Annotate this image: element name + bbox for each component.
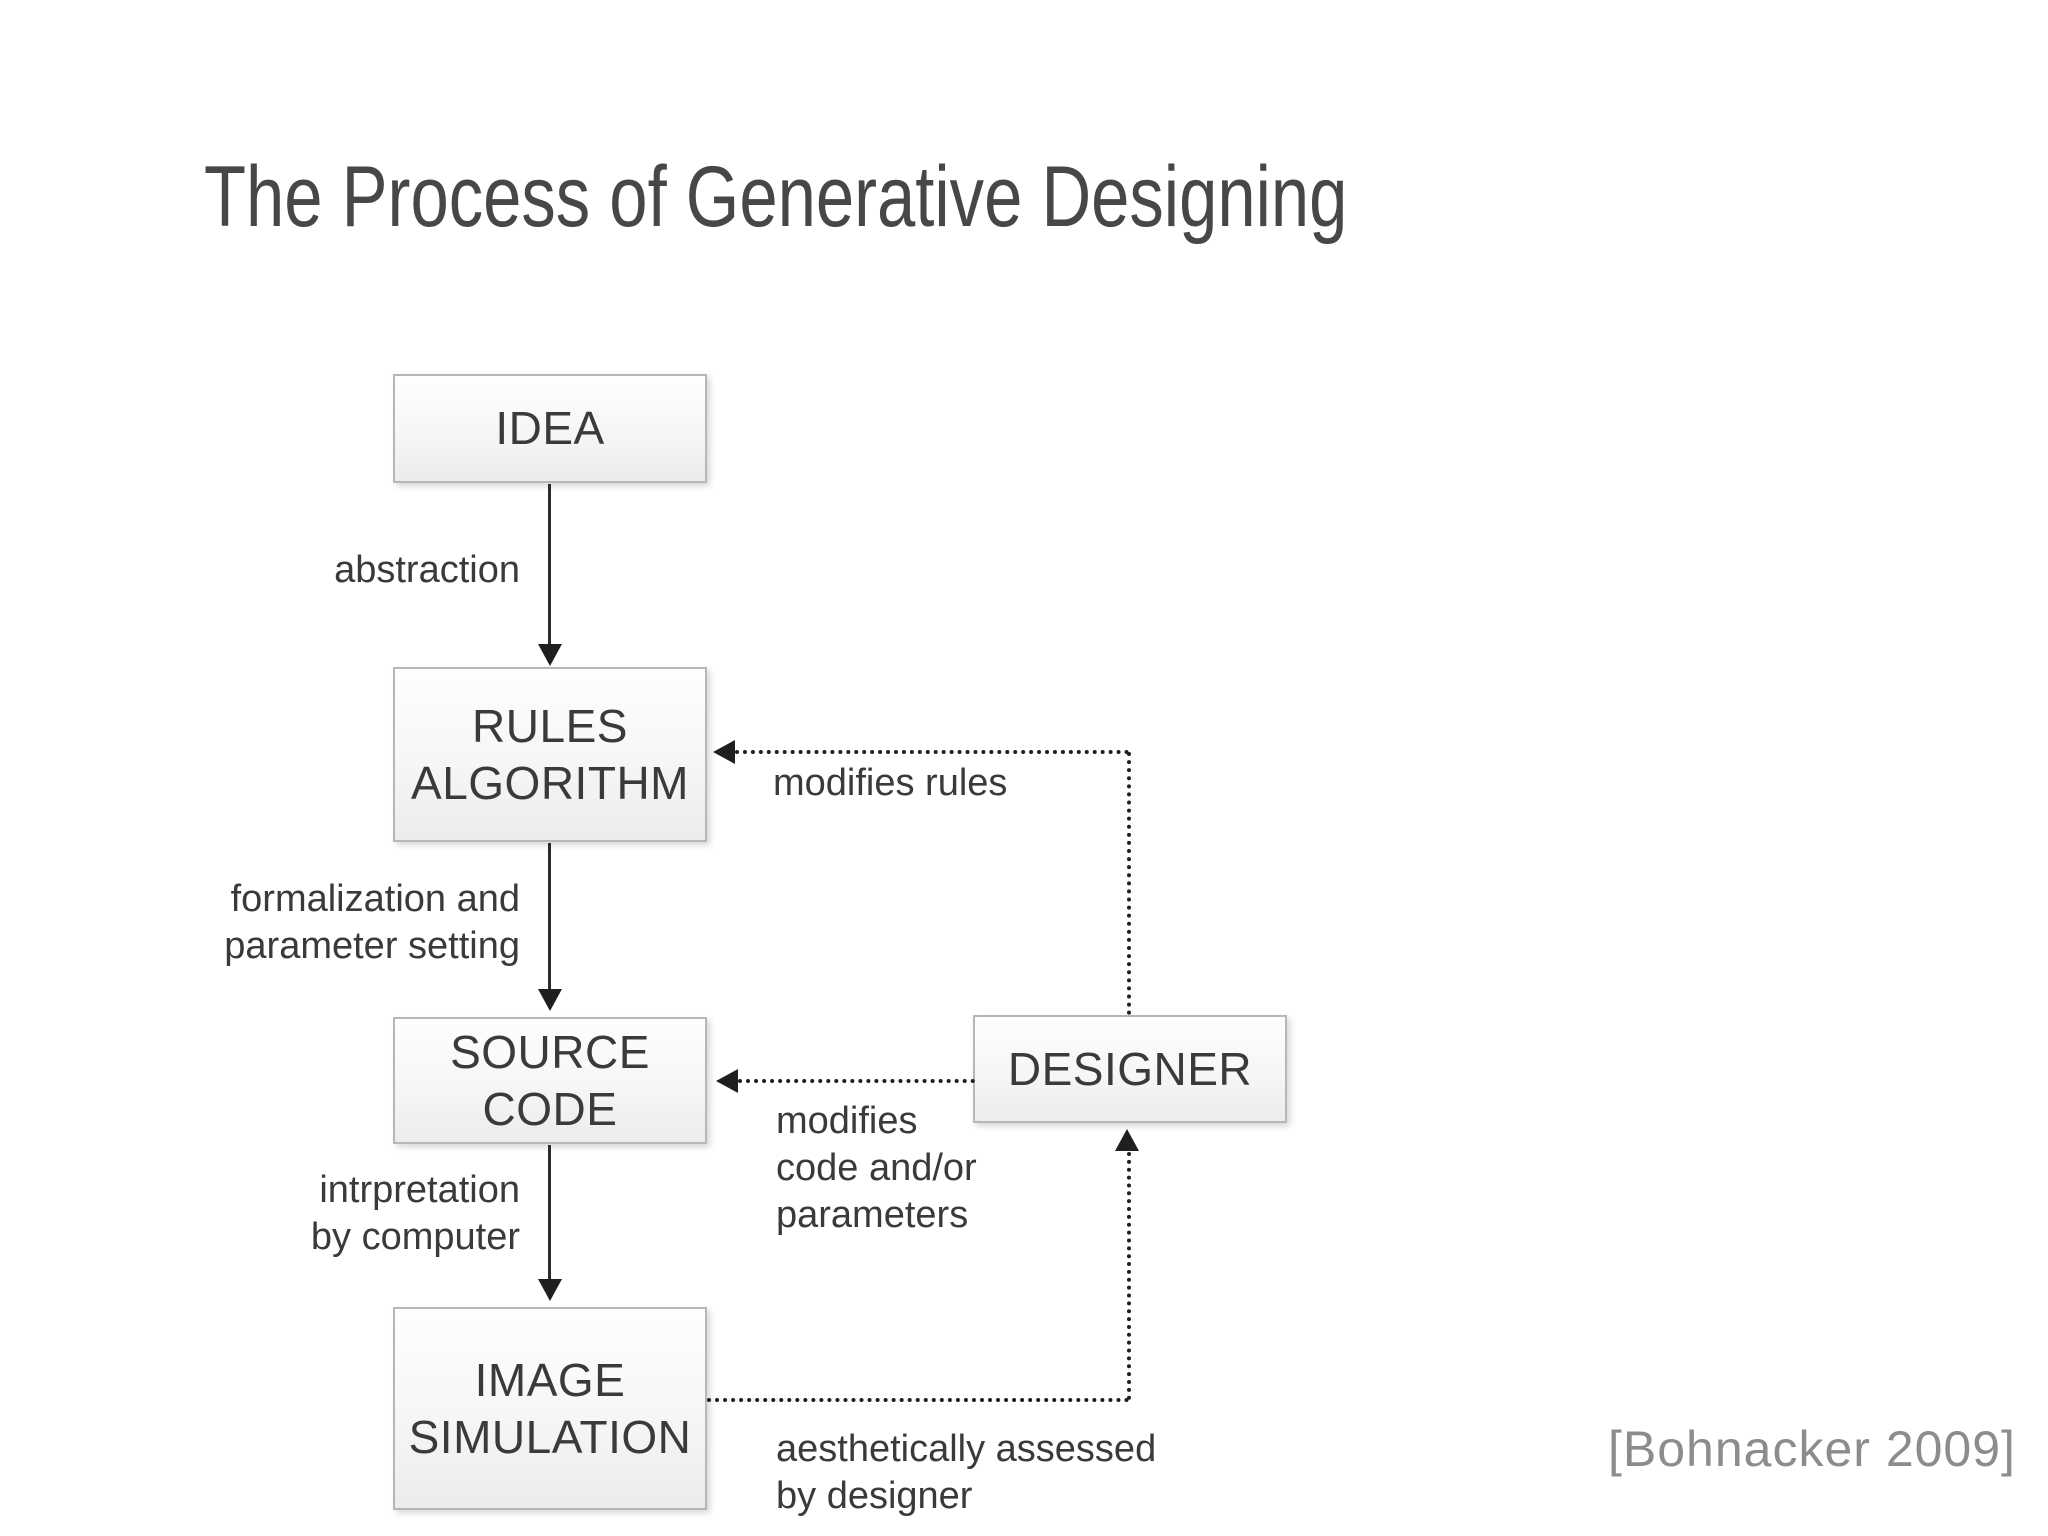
edge-label-aesthetically-assessed: aesthetically assessed by designer xyxy=(776,1428,1157,1517)
node-idea: IDEA xyxy=(393,374,707,483)
feedback-line-assessed-h xyxy=(707,1398,1129,1402)
feedback-line-modifies-rules-v xyxy=(1127,752,1131,1015)
arrowhead-left-icon xyxy=(716,1069,738,1093)
edge-label-abstraction: abstraction xyxy=(334,549,520,591)
edge-label-formalization: formalization and parameter setting xyxy=(224,878,520,967)
node-image-simulation: IMAGE SIMULATION xyxy=(393,1307,707,1510)
arrowhead-down-icon xyxy=(538,1279,562,1301)
edge-label-modifies-rules: modifies rules xyxy=(773,762,1008,804)
flow-line-idea-rules xyxy=(548,484,551,644)
feedback-line-assessed-v xyxy=(1127,1152,1131,1400)
edge-label-interpretation: intrpretation by computer xyxy=(310,1169,520,1258)
arrowhead-up-icon xyxy=(1115,1129,1139,1151)
node-designer: DESIGNER xyxy=(973,1015,1287,1123)
arrowhead-down-icon xyxy=(538,989,562,1011)
flow-line-rules-source xyxy=(548,843,551,989)
node-source-code: SOURCE CODE xyxy=(393,1017,707,1144)
feedback-line-modifies-code-h xyxy=(738,1079,975,1083)
citation-text: [Bohnacker 2009] xyxy=(1608,1421,2016,1477)
slide-title: The Process of Generative Designing xyxy=(204,149,1348,245)
arrowhead-left-icon xyxy=(713,740,735,764)
feedback-line-modifies-rules-h xyxy=(735,750,1129,754)
flow-line-source-image xyxy=(548,1145,551,1279)
node-rules-algorithm: RULES ALGORITHM xyxy=(393,667,707,842)
edge-label-modifies-code: modifies code and/or parameters xyxy=(776,1100,977,1236)
arrowhead-down-icon xyxy=(538,644,562,666)
